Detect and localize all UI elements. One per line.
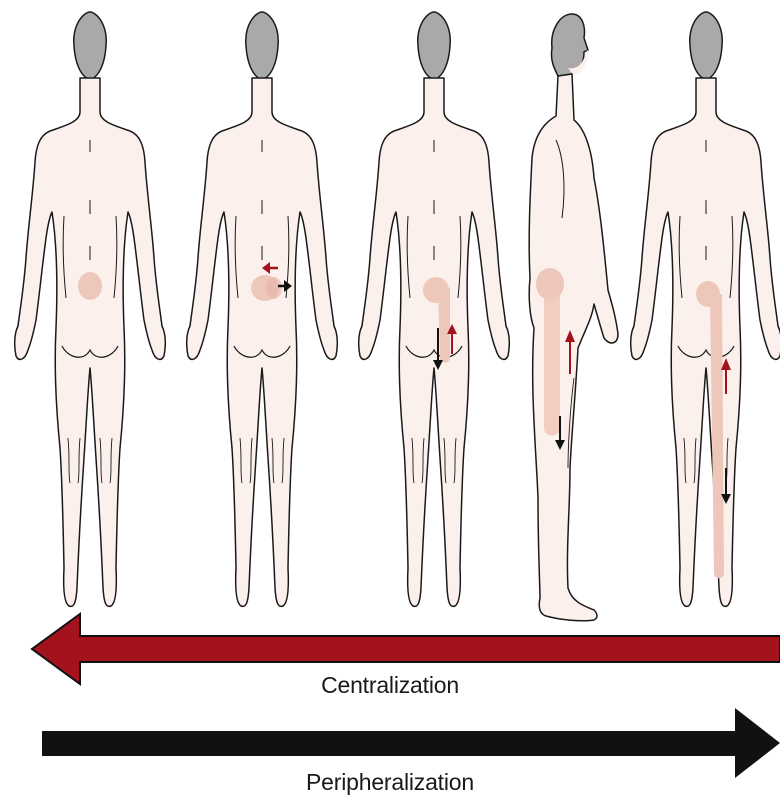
figure-back-central-pain bbox=[15, 12, 166, 606]
figure-back-thigh-pain bbox=[359, 12, 510, 606]
peripheralization-arrow bbox=[42, 708, 780, 778]
figure-side-leg-pain bbox=[529, 14, 618, 621]
centralization-label: Centralization bbox=[0, 672, 780, 699]
figure-back-lateral-pain bbox=[187, 12, 338, 606]
peripheralization-label: Peripheralization bbox=[0, 769, 780, 796]
figure-back-foot-pain bbox=[631, 12, 780, 606]
pain-area-whole-leg bbox=[710, 294, 724, 578]
pain-area-leg-side bbox=[544, 278, 560, 436]
pain-area-central bbox=[78, 272, 102, 300]
